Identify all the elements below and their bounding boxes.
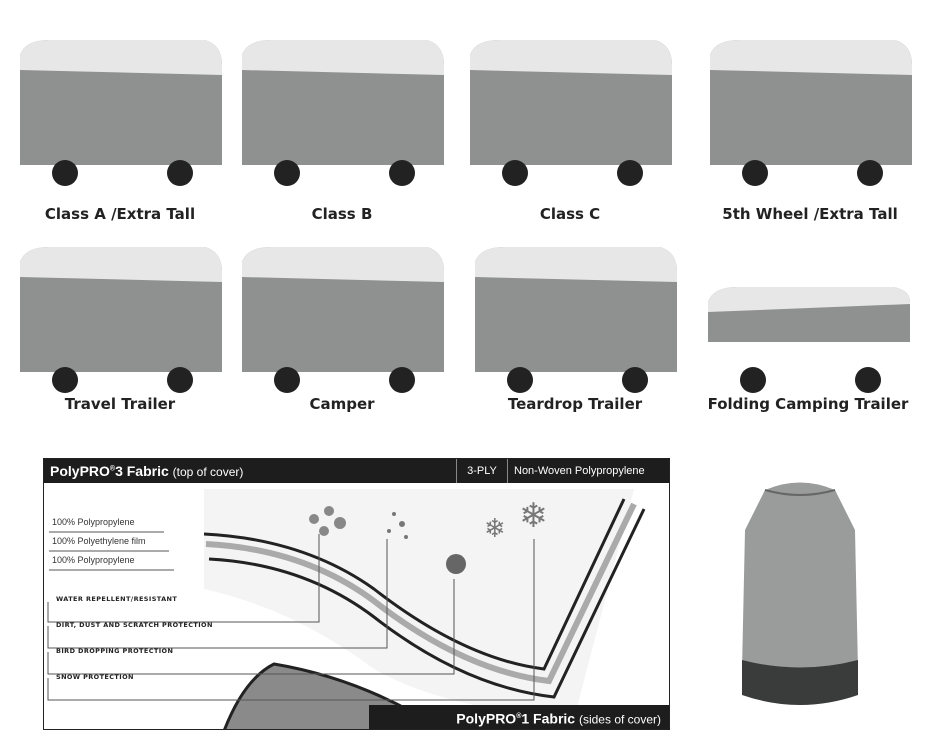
fabric-diagram: ❄ ❄ PolyPRO®3 Fabric (top of cover) 3-PL… [43,458,670,730]
vehicle-label: 5th Wheel /Extra Tall [722,205,898,223]
dust-icon [387,512,408,539]
ply-count: 3-PLY [456,459,508,483]
bird-dropping-icon [446,554,466,574]
storage-bag-image [742,482,858,705]
vehicle-image [10,25,230,195]
snowflake-icon: ❄ [484,514,506,544]
vehicle-image [698,232,918,402]
material-type: Non-Woven Polypropylene [514,465,645,477]
vehicle-image [460,25,680,195]
protection-label: BIRD DROPPING PROTECTION [56,647,174,655]
vehicle-image [232,25,452,195]
vehicle-label: Camper [309,395,375,413]
diagram-header: PolyPRO®3 Fabric (top of cover) 3-PLY No… [44,459,669,483]
protection-label: SNOW PROTECTION [56,673,134,681]
diagram-footer: PolyPRO®1 Fabric (sides of cover) [369,705,669,729]
vehicle-label: Teardrop Trailer [507,395,643,413]
diagram-title: PolyPRO®3 Fabric (top of cover) [50,463,244,479]
protection-label: WATER REPELLENT/RESISTANT [56,595,178,603]
layer-label: 100% Polypropylene [52,517,135,527]
vehicle-label: Class B [311,205,373,223]
vehicle-label: Class A /Extra Tall [44,205,196,223]
vehicle-label: Travel Trailer [64,395,176,413]
vehicle-image [10,232,230,402]
protection-label: DIRT, DUST AND SCRATCH PROTECTION [56,621,213,629]
vehicle-image [465,232,685,402]
water-drops-icon [309,506,346,536]
vehicle-image [232,232,452,402]
vehicle-label: Class C [539,205,601,223]
snowflake-large-icon: ❄ [519,496,548,536]
vehicle-label: Folding Camping Trailer [707,395,909,413]
layer-label: 100% Polypropylene [52,555,135,565]
layer-label: 100% Polyethylene film [52,536,146,546]
vehicle-image [700,25,920,195]
